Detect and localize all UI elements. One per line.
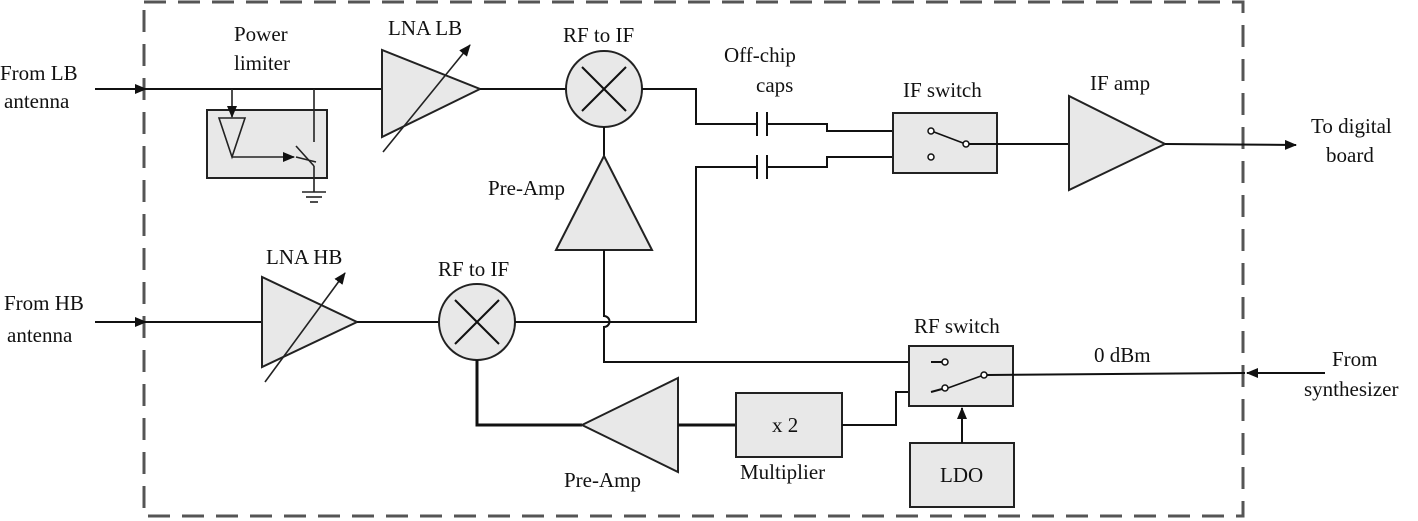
- pre-amp-top: [554, 153, 654, 251]
- rf-switch-label: RF switch: [914, 314, 1000, 338]
- power-limiter-label-1: Power: [234, 22, 288, 46]
- pre-amp-bottom: [579, 376, 679, 474]
- from-hb-label-1: From HB: [4, 291, 84, 315]
- power-limiter: [206, 89, 328, 203]
- rf-switch: [908, 345, 1014, 407]
- multiplier-block-label: x 2: [772, 413, 798, 437]
- synth-input-wire: [986, 372, 1246, 376]
- from-lb-label-2: antenna: [4, 89, 70, 113]
- to-digital-arrow: [1164, 139, 1297, 150]
- if-amp-label: IF amp: [1090, 71, 1150, 95]
- if-amp: [1068, 94, 1168, 192]
- ldo-block: [909, 442, 1015, 508]
- rf-to-if-bottom-label: RF to IF: [438, 257, 509, 281]
- rf-to-if-top-label: RF to IF: [563, 23, 634, 47]
- rf-switch-to-preamp-wire: [603, 250, 931, 363]
- off-chip-caps: [517, 112, 928, 323]
- ldo-label: LDO: [940, 463, 983, 487]
- to-digital-label-2: board: [1326, 143, 1374, 167]
- lna-hb: [261, 272, 360, 383]
- multiplier-block: [735, 392, 843, 458]
- chip-boundary: [142, 0, 1245, 518]
- off-chip-caps-label-1: Off-chip: [724, 43, 796, 67]
- lna-lb: [381, 44, 483, 153]
- mixer-top: [565, 50, 643, 128]
- lna-hb-label: LNA HB: [266, 245, 342, 269]
- if-switch-label: IF switch: [903, 78, 982, 102]
- pre-amp-bottom-label: Pre-Amp: [564, 468, 641, 492]
- lo-to-mixer-bottom-wire: [475, 360, 582, 427]
- multiplier-label: Multiplier: [740, 460, 825, 484]
- pre-amp-top-label: Pre-Amp: [488, 176, 565, 200]
- lna-lb-label: LNA LB: [388, 16, 462, 40]
- to-digital-label-1: To digital: [1311, 114, 1392, 138]
- zero-dbm-label: 0 dBm: [1094, 343, 1151, 367]
- from-synth-label-2: synthesizer: [1304, 377, 1398, 401]
- mixer-bottom: [438, 283, 516, 361]
- from-lb-label-1: From LB: [0, 61, 78, 85]
- mixer-top-out-wire: [642, 88, 757, 125]
- from-synth-label-1: From: [1332, 347, 1378, 371]
- from-hb-label-2: antenna: [7, 323, 73, 347]
- off-chip-caps-label-2: caps: [756, 73, 793, 97]
- power-limiter-label-2: limiter: [234, 51, 290, 75]
